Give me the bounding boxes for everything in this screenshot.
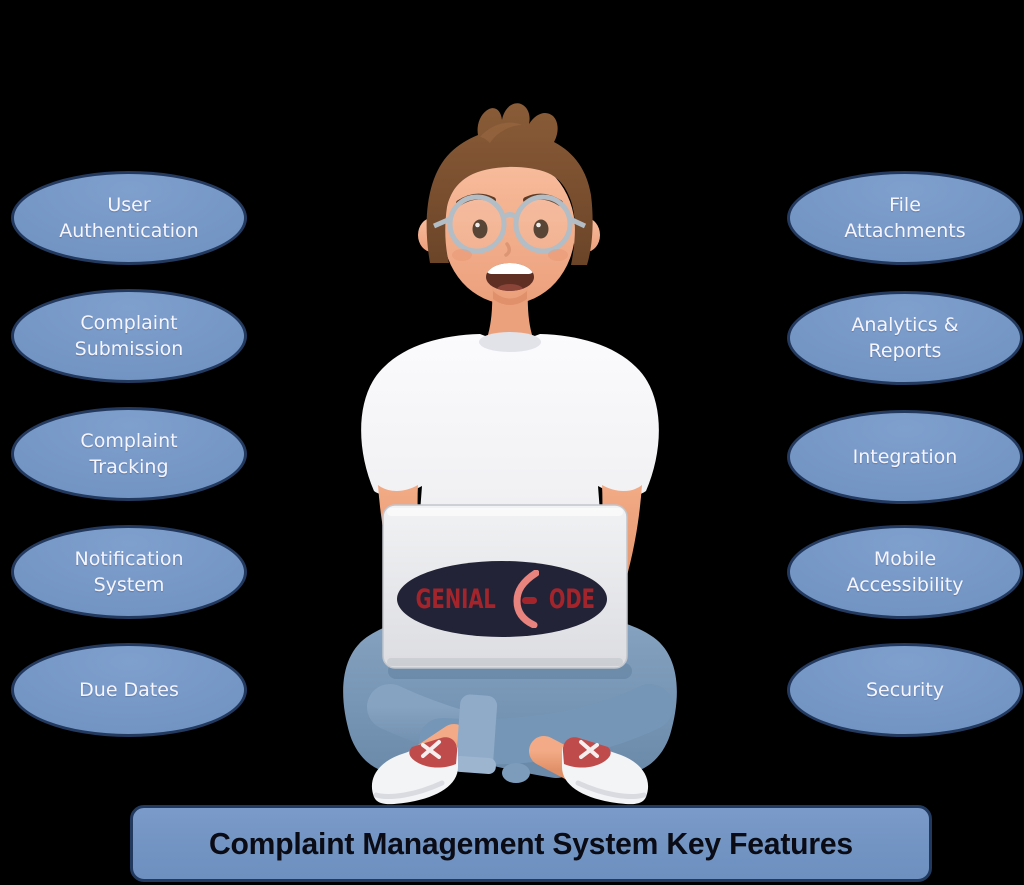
feature-label: Due Dates bbox=[79, 679, 179, 701]
hair-highlight bbox=[480, 122, 522, 143]
right-sneaker bbox=[562, 737, 649, 805]
feature-bubble-user-authentication: User Authentication bbox=[11, 171, 247, 265]
feature-bubble-analytics-reports: Analytics & Reports bbox=[787, 291, 1023, 385]
feature-bubble-complaint-submission: Complaint Submission bbox=[11, 289, 247, 383]
feature-bubble-mobile-accessibility: Mobile Accessibility bbox=[787, 525, 1023, 619]
left-sneaker bbox=[371, 737, 458, 805]
feature-bubble-complaint-tracking: Complaint Tracking bbox=[11, 407, 247, 501]
feature-label: User Authentication bbox=[59, 194, 199, 242]
hair bbox=[426, 103, 593, 265]
glasses-icon bbox=[432, 194, 587, 254]
feature-label: Mobile Accessibility bbox=[846, 548, 964, 596]
eyes bbox=[472, 219, 549, 239]
mouth bbox=[486, 263, 534, 291]
feature-label: Integration bbox=[852, 446, 958, 468]
feature-label: Complaint Submission bbox=[74, 312, 184, 360]
feature-bubble-notification-system: Notification System bbox=[11, 525, 247, 619]
logo-text-genial: GENIAL bbox=[415, 583, 497, 615]
feature-label: Complaint Tracking bbox=[80, 430, 178, 478]
logo-text-ode: ODE bbox=[548, 583, 595, 615]
nose bbox=[504, 242, 511, 257]
blush bbox=[548, 249, 568, 261]
feature-label: Notification System bbox=[74, 548, 184, 596]
neck-shadow bbox=[493, 291, 527, 305]
feature-bubble-integration: Integration bbox=[787, 410, 1023, 504]
shirt-collar bbox=[479, 332, 541, 352]
face bbox=[443, 156, 575, 304]
genialcode-logo: GENIAL ODE bbox=[397, 561, 607, 637]
feature-bubble-file-attachments: File Attachments bbox=[787, 171, 1023, 265]
diagram-title: Complaint Management System Key Features bbox=[209, 825, 853, 861]
feature-bubble-security: Security bbox=[787, 643, 1023, 737]
blush bbox=[452, 249, 472, 261]
diagram-title-bar: Complaint Management System Key Features bbox=[130, 805, 932, 882]
feature-label: Security bbox=[865, 679, 945, 701]
feature-label: File Attachments bbox=[844, 194, 966, 242]
genialcode-c-icon bbox=[513, 570, 539, 628]
feature-bubble-due-dates: Due Dates bbox=[11, 643, 247, 737]
person-with-laptop-illustration bbox=[343, 103, 677, 805]
feature-label: Analytics & Reports bbox=[851, 314, 959, 362]
